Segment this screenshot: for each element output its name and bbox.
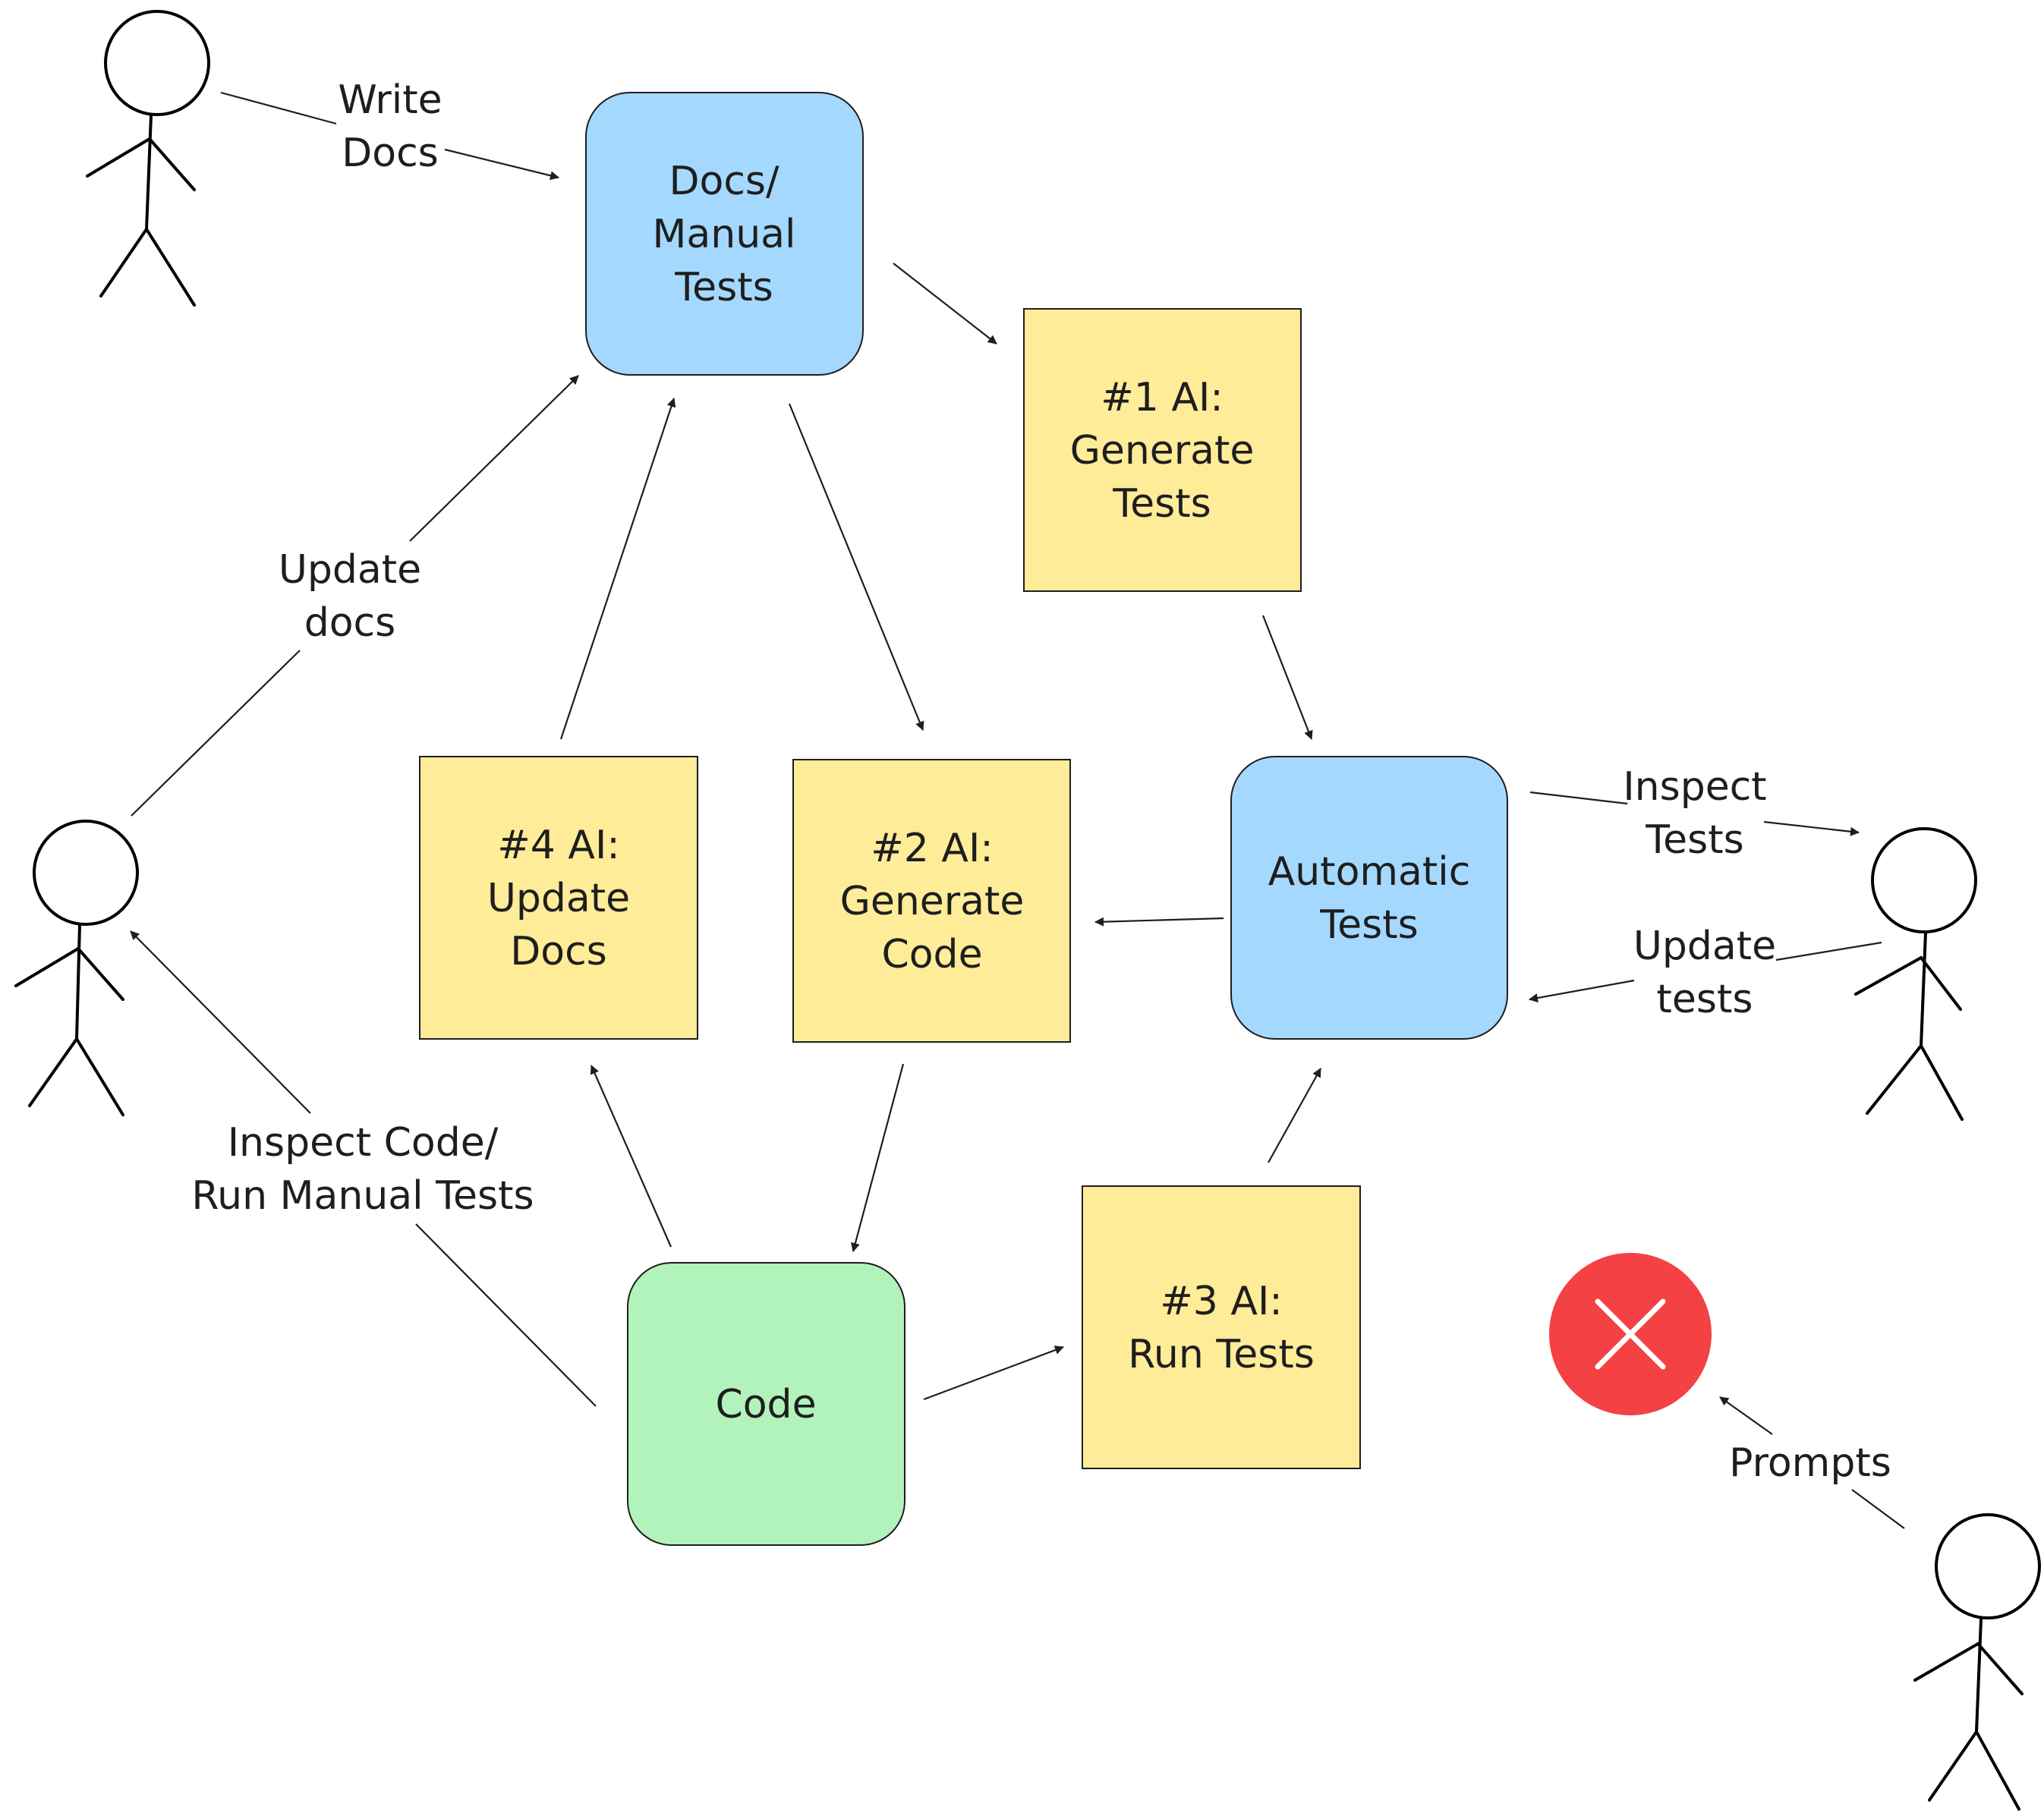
person-icon — [86, 10, 210, 307]
label-prompts: Prompts — [1729, 1440, 1891, 1486]
arrow-run-tests-to-automatic — [1268, 1068, 1321, 1163]
x-mark — [1595, 1298, 1666, 1370]
person-icon — [1854, 827, 1977, 1121]
arrow-update-docs-human — [131, 376, 578, 817]
arrow-update-docs-to-docs — [559, 398, 676, 740]
node-generate-tests-shape — [1023, 308, 1302, 592]
arrow-generate-tests-to-automatic — [1261, 615, 1313, 740]
arrow-code-to-update-docs — [590, 1065, 672, 1248]
arrow-generate-code-to-code — [851, 1063, 905, 1252]
node-docs-shape — [585, 92, 864, 376]
node-run-tests[interactable]: #3 AI:Run Tests — [1082, 1185, 1361, 1469]
arrow-update-tests — [1529, 941, 1882, 999]
arrow-docs-to-generate-tests — [893, 263, 997, 345]
node-update-docs-shape — [419, 756, 698, 1040]
arrow-write-docs — [220, 91, 559, 178]
node-run-tests-shape — [1082, 1185, 1361, 1469]
node-code[interactable]: Code — [627, 1262, 905, 1546]
person-icon — [14, 820, 139, 1116]
node-run-tests-label: #3 AI:Run Tests — [1128, 1279, 1315, 1377]
node-code-label: Code — [715, 1382, 816, 1427]
label-inspect-code: Inspect Code/Run Manual Tests — [191, 1120, 534, 1219]
node-code-shape — [627, 1262, 905, 1546]
node-generate-code-shape — [792, 759, 1071, 1043]
arrow-inspect-tests — [1529, 791, 1859, 832]
node-automatic-tests-shape — [1230, 756, 1508, 1040]
arrow-code-to-run-tests — [923, 1345, 1064, 1401]
arrow-automatic-to-generate-code — [1094, 917, 1224, 927]
person-icon — [1913, 1513, 2041, 1811]
arrow-docs-to-generate-code — [788, 403, 924, 731]
arrow-inspect-code — [131, 931, 597, 1407]
arrow-prompts — [1720, 1397, 1905, 1529]
x-circle-icon — [1549, 1253, 1712, 1415]
